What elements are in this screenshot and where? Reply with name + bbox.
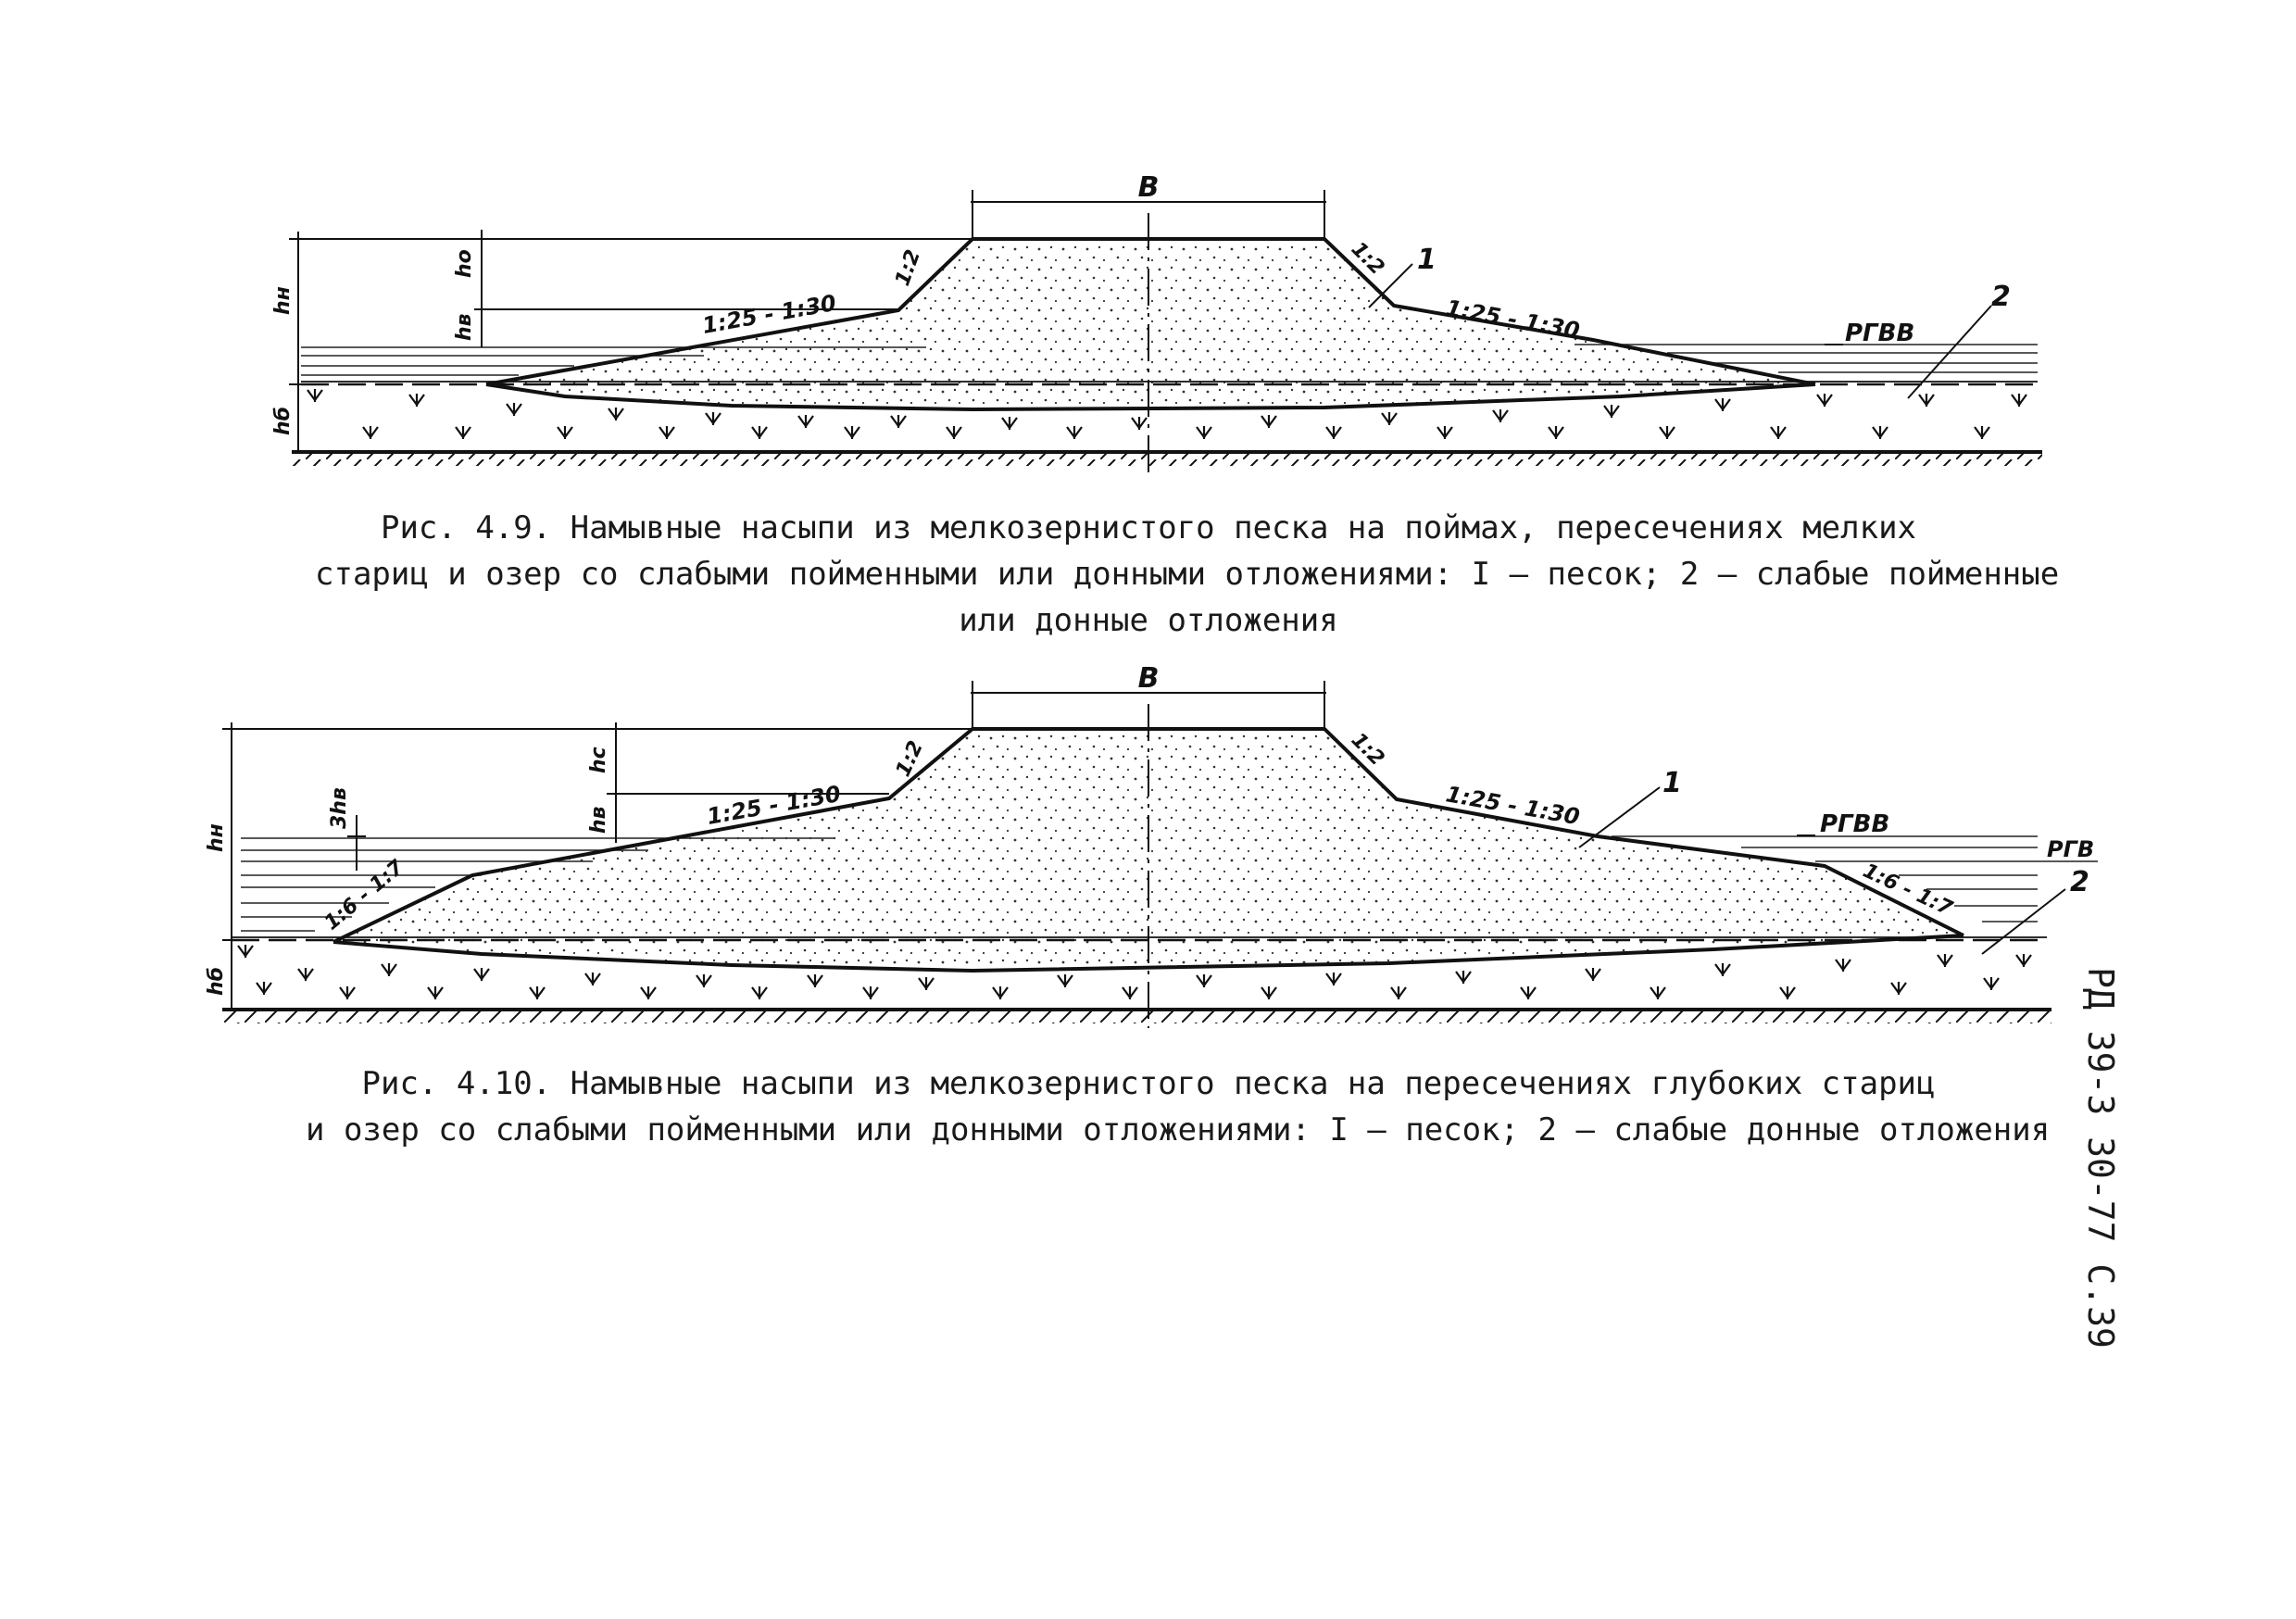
zone-sand-label-1: 1	[1417, 244, 1437, 276]
base-depth-label-2: hб	[205, 967, 228, 996]
figure-2-section: B hн hс hв 3hв hб 1:2 1:2 1:25 - 1:30 1:…	[205, 662, 2098, 1028]
figure-2-caption-line-1: Рис. 4.10. Намывные насыпи из мелкозерни…	[361, 1065, 1936, 1102]
wave-height-label-1: hв	[453, 313, 476, 341]
wave-height-left-label-2: 3hв	[328, 787, 351, 829]
base-depth-label-1: hб	[271, 407, 295, 435]
page-stamp: РД 39-3 30-77 С.39	[2064, 967, 2138, 1349]
zone-sand-label-2: 1	[1662, 767, 1682, 799]
figure-1-caption-line-3: или донные отложения	[959, 602, 1338, 639]
water-level-label-2: РГВ	[2047, 836, 2094, 862]
figure-1-caption-line-2: стариц и озер со слабыми пойменными или …	[315, 556, 2060, 593]
wave-height-mid-label-2: hв	[587, 806, 610, 834]
page-stamp-text: РД 39-3 30-77 С.39	[2080, 967, 2121, 1349]
total-height-label-2: hн	[205, 823, 228, 852]
zone-soft-label-1: 2	[1991, 281, 2011, 313]
embankment-bottom-2	[332, 934, 1964, 973]
crest-width-label-2: B	[1138, 662, 1160, 695]
dimension-lines-2	[222, 681, 1326, 1010]
slope-top-left-label-1: 1:2	[891, 246, 925, 289]
upper-height-label-1: hо	[453, 249, 476, 278]
water-level-high-label-2: РГВВ	[1820, 810, 1889, 838]
figure-1-section: B hн hо hв hб 1:2 1:2 1:25 - 1:30 1:25 -…	[271, 171, 2042, 472]
water-hatching-2	[241, 835, 2098, 932]
water-level-label-1: РГВВ	[1845, 320, 1914, 347]
figure-1-caption-line-1: Рис. 4.9. Намывные насыпи из мелкозернис…	[380, 509, 1917, 546]
crest-width-label-1: B	[1138, 171, 1160, 204]
figure-2-caption-line-2: и озер со слабыми пойменными или донными…	[306, 1111, 2051, 1148]
zone-soft-label-2: 2	[2070, 866, 2089, 898]
embankment-bottom-1	[485, 383, 1816, 412]
upper-height-label-2: hс	[587, 747, 610, 773]
dimension-lines-1	[289, 190, 1326, 452]
total-height-label-1: hн	[271, 286, 295, 315]
embankment-sand-1	[486, 239, 1815, 409]
